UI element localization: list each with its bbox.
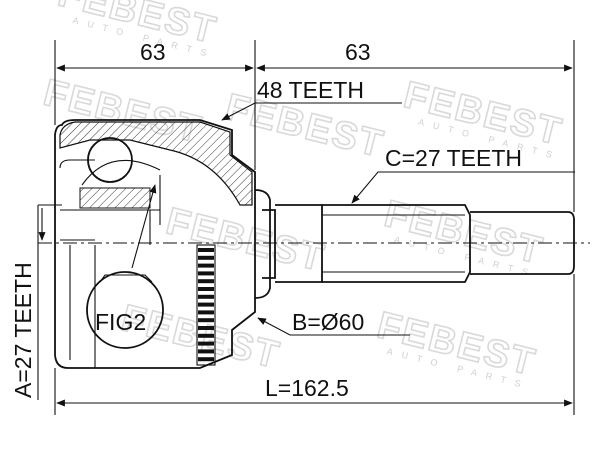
abs-tooth (198, 310, 214, 315)
dim-right-length: 63 (345, 39, 371, 65)
abs-tooth (198, 302, 214, 307)
dim-abs-diameter: B=Ø60 (292, 309, 364, 335)
abs-tooth (198, 279, 214, 284)
watermark-layer: FEBEST FEBEST FEBEST FEBEST FEBEST FEBES… (39, 0, 568, 391)
fig2-callout: FIG2 (86, 184, 164, 349)
fig2-label: FIG2 (95, 309, 146, 335)
abs-tooth (198, 255, 214, 260)
watermark-brand: FEBEST (162, 200, 329, 280)
abs-tooth (198, 263, 214, 268)
abs-tooth (198, 271, 214, 276)
abs-tooth (198, 248, 214, 252)
abs-tooth (198, 349, 214, 354)
dim-spline-teeth: C=27 TEETH (385, 145, 522, 171)
abs-tooth (198, 318, 214, 323)
dim-total-length: L=162.5 (265, 375, 349, 401)
dim-left-length: 63 (140, 39, 166, 65)
abs-tooth (198, 294, 214, 299)
dim-inner-teeth: A=27 TEETH (10, 262, 36, 398)
outer-housing (54, 119, 256, 369)
abs-tooth (198, 333, 214, 338)
abs-ring (196, 244, 216, 366)
stub-shaft (254, 189, 575, 299)
dim-outer-teeth: 48 TEETH (257, 77, 364, 103)
abs-tooth (198, 357, 214, 362)
abs-tooth (198, 341, 214, 346)
dimension-lines (37, 40, 575, 415)
ball-bearing (87, 137, 133, 183)
abs-tooth (198, 326, 214, 330)
abs-tooth (198, 287, 214, 291)
